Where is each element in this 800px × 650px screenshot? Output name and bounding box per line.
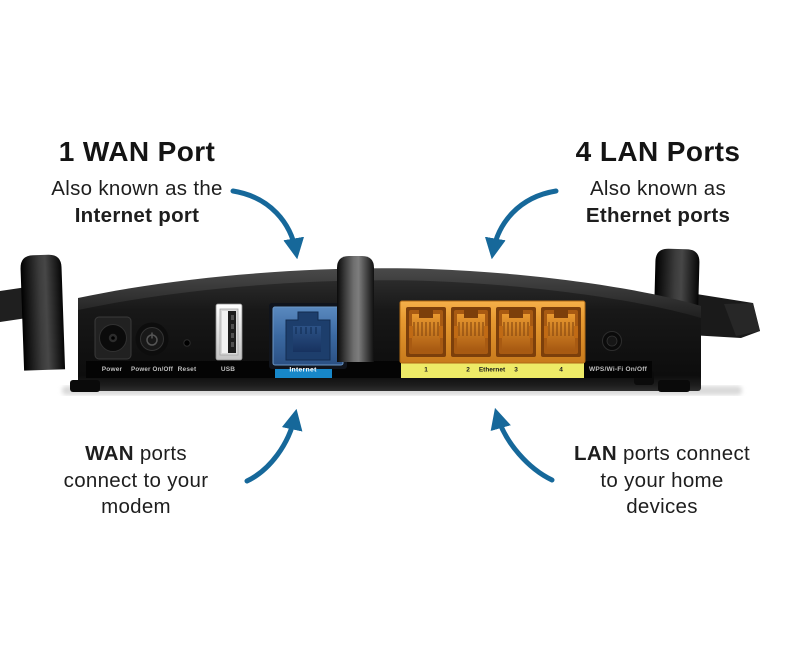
internet-port — [269, 303, 347, 369]
wan-bottom-line3: modem — [101, 495, 171, 518]
power-label: Power — [102, 366, 123, 373]
lan-port-3 — [496, 307, 536, 357]
lan-port-1 — [406, 307, 446, 357]
ethernet-label-strip — [401, 361, 584, 378]
lan-bottom-line2: to your home — [600, 468, 724, 492]
wan-bottom-callout: WAN ports connect to your modem — [4, 441, 268, 521]
antenna-right-angled — [690, 293, 760, 338]
router-foot-right — [658, 380, 690, 392]
router-top-face — [78, 268, 701, 320]
lan-bottom-line3: devices — [626, 495, 698, 518]
lan-bottom-line1: LAN ports connect — [530, 441, 794, 468]
lan-port-block — [399, 300, 586, 364]
router-base — [78, 376, 701, 391]
lan-ports-callout: 4 LAN Ports Also known as Ethernet ports — [526, 136, 790, 229]
ethernet-label: Ethernet — [479, 366, 506, 373]
wan-callout-title: 1 WAN Port — [58, 136, 216, 167]
lan4-label: 4 — [559, 366, 563, 373]
power-jack — [94, 316, 132, 360]
power-button — [135, 322, 169, 356]
wan-port-callout: 1 WAN Port Also known as the Internet po… — [5, 136, 269, 229]
lan-bottom-callout: LAN ports connect to your home devices — [530, 441, 794, 521]
antenna-middle — [337, 256, 374, 362]
reset-hole — [183, 339, 191, 347]
lan-callout-line2: Ethernet ports — [585, 203, 731, 227]
wan-bottom-line1: WAN ports — [4, 441, 268, 468]
lan-bottom-line1-rest: ports connect — [617, 442, 750, 465]
lan1-label: 1 — [424, 366, 428, 373]
lan-port-4 — [541, 307, 581, 357]
lan-keyword: LAN — [574, 442, 618, 465]
wan-callout-line1: Also known as the — [51, 177, 223, 200]
reset-label: Reset — [178, 366, 197, 373]
antenna-left-flat — [0, 287, 27, 322]
wps-button — [602, 331, 622, 351]
arrow-from-wan-note-icon — [244, 408, 303, 484]
wan-keyword: WAN — [85, 442, 134, 465]
arrow-to-wan-port-icon — [230, 188, 305, 260]
wan-bottom-line1-rest: ports — [133, 442, 187, 465]
arrow-to-lan-ports-icon — [484, 188, 559, 260]
lan-callout-line1: Also known as — [589, 177, 727, 200]
lan3-label: 3 — [514, 366, 518, 373]
wps-label: WPS/Wi-Fi On/Off — [589, 366, 648, 373]
router-foot-left — [70, 380, 100, 392]
power-switch-label: Power On/Off — [131, 366, 174, 373]
internet-label: Internet — [289, 366, 317, 373]
wan-callout-line2: Internet port — [74, 203, 200, 227]
lan-callout-title: 4 LAN Ports — [575, 136, 741, 167]
wan-bottom-line2: connect to your — [63, 468, 209, 492]
arrow-from-lan-note-icon — [490, 407, 555, 483]
usb-label: USB — [221, 366, 235, 373]
lan-port-2 — [451, 307, 491, 357]
lan2-label: 2 — [466, 366, 470, 373]
usb-port — [215, 303, 243, 361]
antenna-left — [20, 254, 66, 371]
